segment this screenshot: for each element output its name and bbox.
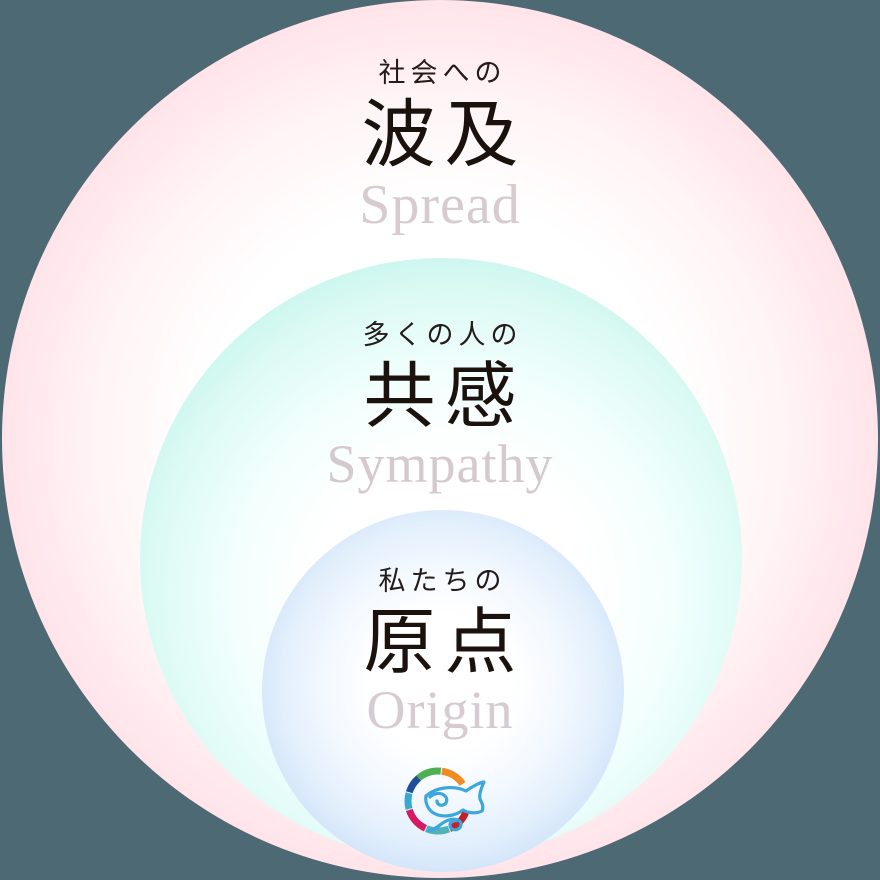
inner-jp-title: 原点 bbox=[363, 603, 526, 683]
label-group-spread: 社会への 波及 Spread bbox=[0, 58, 880, 236]
ring-segment-teal bbox=[404, 767, 472, 835]
ring-segment-cyan bbox=[404, 767, 472, 835]
label-group-origin: 私たちの 原点 Origin bbox=[0, 566, 880, 740]
inner-en-title: Origin bbox=[366, 680, 514, 740]
fish-glyph bbox=[424, 780, 486, 833]
outer-jp-title: 波及 bbox=[361, 95, 528, 177]
outer-jp-caption: 社会への bbox=[378, 58, 507, 88]
circle-inner-origin bbox=[262, 510, 624, 872]
middle-jp-title: 共感 bbox=[363, 357, 526, 437]
ring-segment-green bbox=[404, 767, 472, 835]
inner-jp-caption: 私たちの bbox=[378, 566, 507, 596]
middle-en-title: Sympathy bbox=[326, 434, 554, 494]
outer-en-title: Spread bbox=[359, 174, 521, 236]
middle-jp-caption: 多くの人の bbox=[362, 320, 523, 350]
fish-ring-logo-icon bbox=[396, 756, 488, 844]
label-group-sympathy: 多くの人の 共感 Sympathy bbox=[0, 320, 880, 494]
